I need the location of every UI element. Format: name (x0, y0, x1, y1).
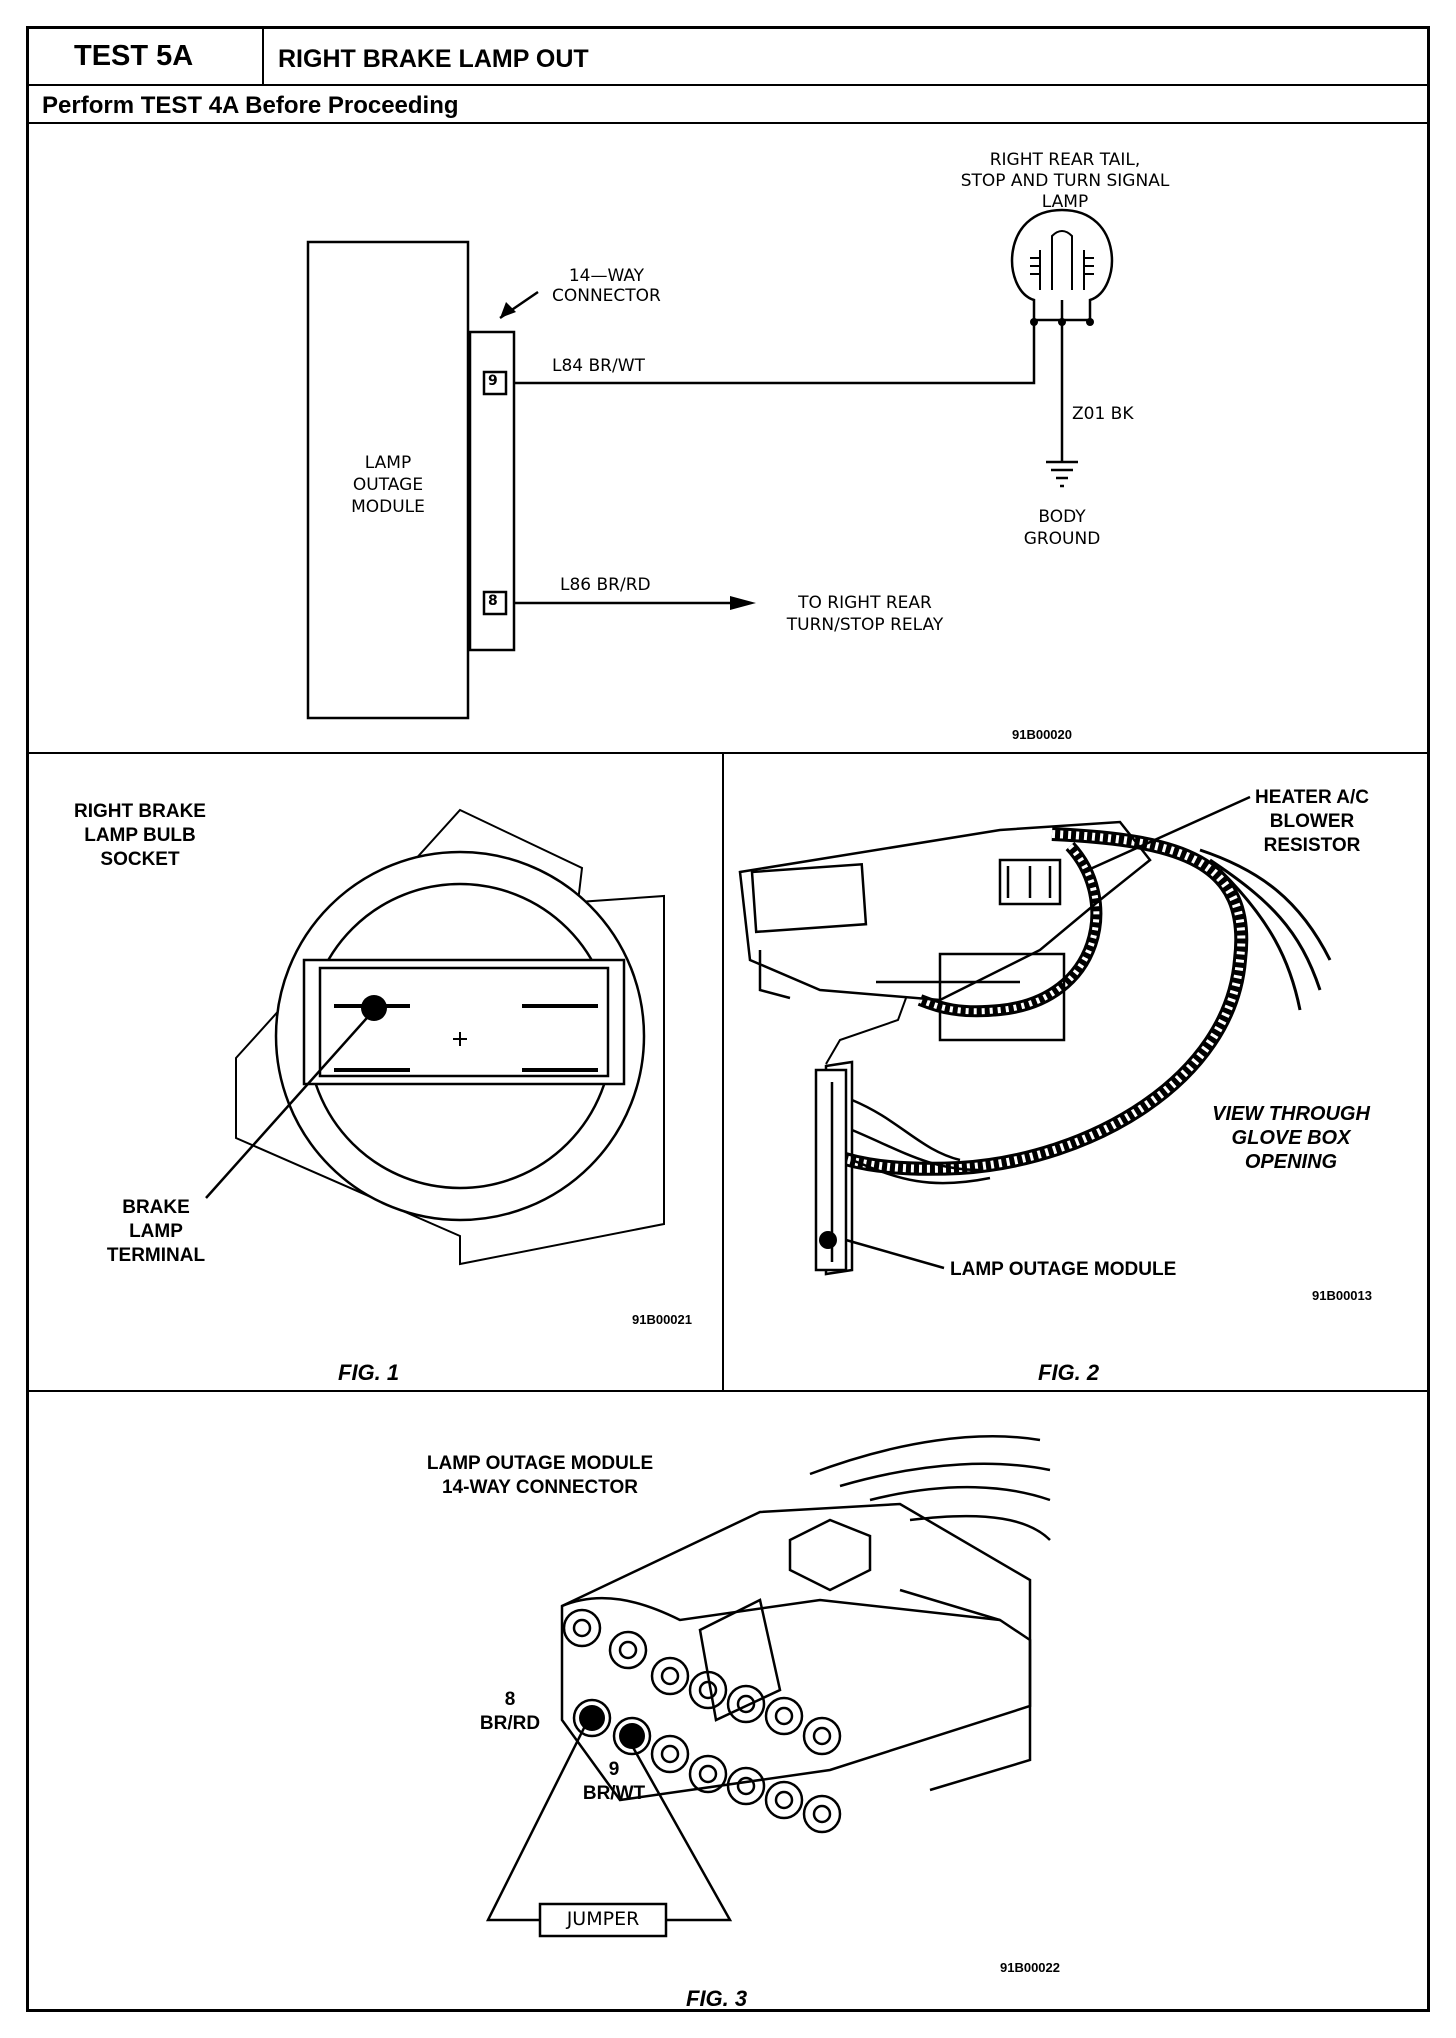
fig3-figure-code: 91B00022 (1000, 1960, 1060, 1975)
connector-label-line1: 14—WAY (568, 266, 645, 286)
terminal-label-line3: TERMINAL (106, 1245, 206, 1266)
fig2-caption: FIG. 2 (1038, 1360, 1100, 1385)
ground-label-line1: BODY (1038, 507, 1086, 527)
ground-label: BODY GROUND (1014, 506, 1110, 550)
connector-label: 14—WAY CONNECTOR (552, 266, 661, 306)
wire-l84-label: L84 BR/WT (552, 356, 645, 376)
fig1-caption: FIG. 1 (338, 1360, 400, 1385)
pin9-box (482, 370, 508, 396)
prerequisite-note: Perform TEST 4A Before Proceeding (42, 92, 459, 119)
fig1-figure-code: 91B00021 (632, 1312, 692, 1327)
pin8-color: BR/RD (479, 1713, 541, 1734)
fig3-label: LAMP OUTAGE MODULE 14-WAY CONNECTOR (400, 1452, 680, 1500)
view-label: VIEW THROUGH GLOVE BOX OPENING (1196, 1102, 1386, 1174)
lamp-outage-module-box (306, 240, 470, 720)
header-divider (26, 84, 1430, 86)
blower-resistor (998, 858, 1062, 906)
wire-l86-label: L86 BR/RD (560, 575, 651, 595)
ground-label-line2: GROUND (1023, 529, 1101, 549)
fig-divider (722, 752, 724, 1390)
schematic-figure-code: 91B00020 (1012, 727, 1072, 742)
fig1-label-line2: LAMP BULB (84, 825, 196, 846)
pin8-box (482, 590, 508, 616)
resistor-label-line3: RESISTOR (1263, 835, 1361, 856)
view-label-line3: OPENING (1244, 1151, 1338, 1173)
module-label-line2: OUTAGE (352, 475, 424, 495)
terminal-label-line1: BRAKE (122, 1197, 190, 1218)
pin8-number: 8 (504, 1689, 516, 1710)
connector-label-line2: CONNECTOR (552, 286, 661, 306)
fig2-figure-code: 91B00013 (1312, 1288, 1372, 1303)
lamp-label-line3: LAMP (1041, 192, 1089, 212)
fig1-label-line1: RIGHT BRAKE (74, 801, 206, 822)
fig3-label-line2: 14-WAY CONNECTOR (441, 1477, 639, 1498)
section-divider-2 (26, 1390, 1430, 1392)
pin9-label: 9 BR/WT (574, 1758, 654, 1806)
module-label-line3: MODULE (351, 497, 425, 517)
test-id: TEST 5A (74, 40, 194, 72)
module-label: LAMP OUTAGE MODULE (338, 452, 438, 518)
destination-label: TO RIGHT REAR TURN/STOP RELAY (760, 592, 970, 636)
resistor-label-line2: BLOWER (1269, 811, 1355, 832)
test-title: RIGHT BRAKE LAMP OUT (278, 45, 589, 73)
view-label-line1: VIEW THROUGH (1212, 1103, 1370, 1125)
lamp-label-line1: RIGHT REAR TAIL, (989, 150, 1141, 170)
lamp-label-line2: STOP AND TURN SIGNAL (960, 171, 1170, 191)
section-divider-1 (26, 752, 1430, 754)
fig3-caption: FIG. 3 (686, 1986, 748, 2011)
ground-wire-label: Z01 BK (1072, 404, 1134, 424)
pin-9-label: 9 (488, 373, 498, 389)
terminal-label: BRAKE LAMP TERMINAL (96, 1196, 216, 1268)
pin9-color: BR/WT (582, 1783, 646, 1804)
module-label-line1: LAMP (364, 453, 412, 473)
page-frame (26, 26, 1430, 2012)
prereq-divider (26, 122, 1430, 124)
lamp-label: RIGHT REAR TAIL, STOP AND TURN SIGNAL LA… (920, 150, 1210, 213)
fig3-label-line1: LAMP OUTAGE MODULE (426, 1453, 654, 1474)
jumper-label: JUMPER (566, 1908, 640, 1930)
resistor-label-line1: HEATER A/C (1255, 787, 1369, 808)
connector-body (468, 330, 516, 652)
destination-line2: TURN/STOP RELAY (786, 615, 944, 635)
resistor-label: HEATER A/C BLOWER RESISTOR (1232, 786, 1392, 858)
fig2-module-label: LAMP OUTAGE MODULE (950, 1259, 1177, 1280)
destination-line1: TO RIGHT REAR (798, 593, 932, 613)
view-label-line2: GLOVE BOX (1231, 1127, 1351, 1149)
fig1-label-line3: SOCKET (100, 849, 180, 870)
header-cell-divider (262, 26, 264, 84)
fig1-label: RIGHT BRAKE LAMP BULB SOCKET (50, 800, 230, 872)
terminal-label-line2: LAMP (129, 1221, 183, 1242)
pin9-number: 9 (608, 1759, 620, 1780)
pin8-label: 8 BR/RD (470, 1688, 550, 1736)
pin-8-label: 8 (488, 593, 498, 609)
